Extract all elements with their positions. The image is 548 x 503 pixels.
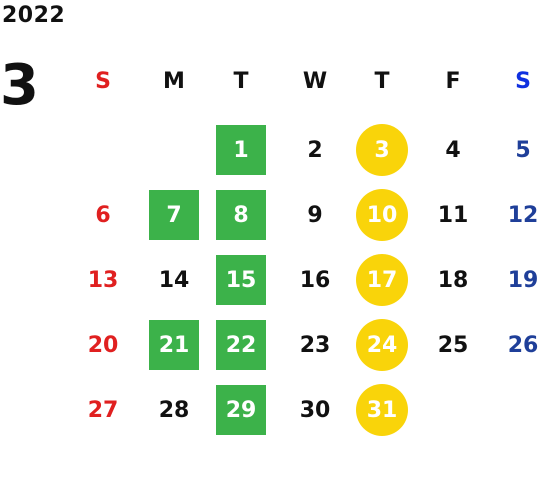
day-cell[interactable]: 22	[216, 320, 266, 370]
day-cell[interactable]: 29	[216, 385, 266, 435]
day-cell[interactable]: 8	[216, 190, 266, 240]
day-cell[interactable]: 5	[515, 137, 531, 163]
day-cell[interactable]: 1	[216, 125, 266, 175]
calendar-month: 3	[0, 53, 39, 118]
day-cell[interactable]: 27	[87, 397, 119, 423]
day-cell[interactable]: 24	[356, 319, 408, 371]
day-cell[interactable]: 25	[437, 332, 469, 358]
day-cell[interactable]: 3	[356, 124, 408, 176]
day-cell[interactable]: 11	[437, 202, 469, 228]
weekday-header: T	[374, 68, 390, 94]
day-cell[interactable]: 28	[158, 397, 190, 423]
weekday-header: W	[302, 68, 328, 94]
day-cell[interactable]: 16	[299, 267, 331, 293]
day-cell[interactable]: 15	[216, 255, 266, 305]
calendar-year: 2022	[2, 3, 66, 28]
day-cell[interactable]: 9	[307, 202, 323, 228]
day-cell[interactable]: 7	[149, 190, 199, 240]
day-cell[interactable]: 12	[507, 202, 539, 228]
day-cell[interactable]: 4	[445, 137, 461, 163]
day-cell[interactable]: 13	[87, 267, 119, 293]
day-cell[interactable]: 21	[149, 320, 199, 370]
day-cell[interactable]: 30	[299, 397, 331, 423]
weekday-header: M	[163, 68, 185, 94]
day-cell[interactable]: 20	[87, 332, 119, 358]
weekday-header: F	[445, 68, 461, 94]
day-cell[interactable]: 26	[507, 332, 539, 358]
day-cell[interactable]: 18	[437, 267, 469, 293]
day-cell[interactable]: 19	[507, 267, 539, 293]
day-cell[interactable]: 14	[158, 267, 190, 293]
day-cell[interactable]: 17	[356, 254, 408, 306]
day-cell[interactable]: 6	[95, 202, 111, 228]
day-cell[interactable]: 10	[356, 189, 408, 241]
weekday-header: S	[515, 68, 531, 94]
day-cell[interactable]: 31	[356, 384, 408, 436]
weekday-header: T	[233, 68, 249, 94]
day-cell[interactable]: 2	[307, 137, 323, 163]
weekday-header: S	[95, 68, 111, 94]
day-cell[interactable]: 23	[299, 332, 331, 358]
